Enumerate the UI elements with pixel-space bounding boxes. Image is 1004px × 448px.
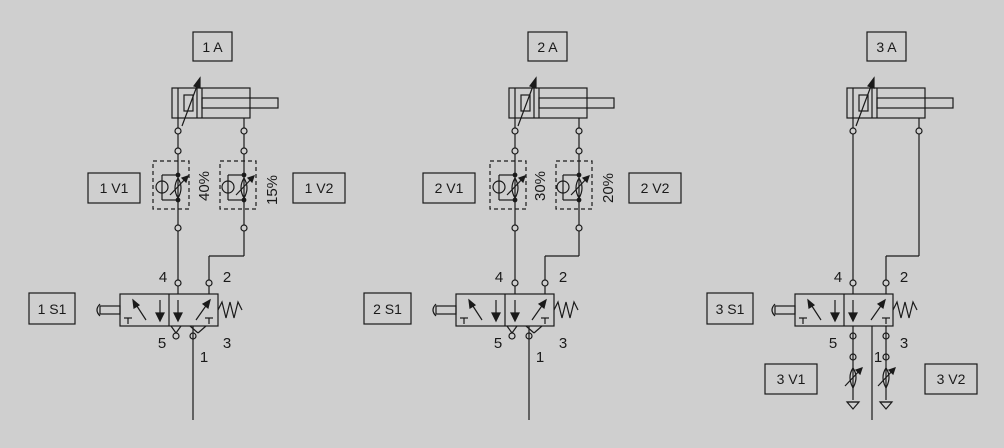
port-1-1: 1: [200, 349, 208, 366]
cylinder-2-tag-box: [527, 31, 568, 62]
flow-setting-2-v2: 20%: [600, 173, 617, 203]
port-1-4: 4: [159, 269, 167, 286]
port-1-5: 5: [158, 335, 166, 352]
tag-box-1-v1: [87, 172, 141, 204]
circuit-1: 1 A: [28, 31, 346, 420]
port-1-2: 2: [223, 269, 231, 286]
cylinder-1-tag: 1 A: [202, 39, 223, 55]
circuit-3: 3 A 4 2: [706, 31, 978, 420]
cylinder-2: [508, 76, 615, 128]
cylinder-1-tag-box: [192, 31, 233, 62]
directional-valve-1-s1: [96, 293, 243, 420]
exhaust-throttle-3-v2: [877, 353, 896, 410]
flow-setting-1-v2: 15%: [264, 175, 281, 205]
circuit-2: 2 A: [363, 31, 682, 420]
tag-box-3-s1: [706, 292, 754, 325]
tag-1-s1: 1 S1: [38, 301, 67, 317]
port-3-4: 4: [834, 269, 842, 286]
cylinder-2-tag: 2 A: [537, 39, 558, 55]
directional-valve-2-s1: [432, 293, 579, 420]
port-2-1: 1: [536, 349, 544, 366]
port-2-5: 5: [494, 335, 502, 352]
tag-1-v1: 1 V1: [100, 180, 129, 196]
port-3-5: 5: [829, 335, 837, 352]
cylinder-1: [171, 76, 279, 128]
tag-3-v1: 3 V1: [777, 371, 806, 387]
tag-3-v2: 3 V2: [937, 371, 966, 387]
tag-1-v2: 1 V2: [305, 180, 334, 196]
flow-setting-2-v1: 30%: [532, 171, 549, 201]
flow-control-valve-2-v2: [555, 154, 593, 225]
port-2-3: 3: [559, 335, 567, 352]
directional-valve-3-s1: [771, 293, 918, 420]
port-2-4: 4: [495, 269, 503, 286]
flow-setting-1-v1: 40%: [196, 171, 213, 201]
port-2-2: 2: [559, 269, 567, 286]
cylinder-3: [846, 76, 954, 128]
cylinder-3-tag: 3 A: [876, 39, 897, 55]
tag-box-2-s1: [363, 292, 412, 325]
tag-box-1-s1: [28, 292, 76, 325]
tag-box-1-v2: [292, 172, 346, 204]
flow-control-valve-1-v2: [219, 154, 257, 225]
tag-3-s1: 3 S1: [716, 301, 745, 317]
port-3-3: 3: [900, 335, 908, 352]
tag-box-3-v2: [924, 363, 978, 395]
tag-2-v1: 2 V1: [435, 180, 464, 196]
flow-control-valve-2-v1: [489, 154, 527, 225]
tag-2-s1: 2 S1: [373, 301, 402, 317]
port-1-3: 3: [223, 335, 231, 352]
port-3-2: 2: [900, 269, 908, 286]
flow-control-valve-1-v1: [152, 154, 190, 225]
tag-box-2-v1: [422, 172, 476, 204]
tag-box-2-v2: [628, 172, 682, 204]
port-3-1: 1: [874, 349, 882, 366]
exhaust-throttle-3-v1: [844, 353, 863, 410]
tag-2-v2: 2 V2: [641, 180, 670, 196]
tag-box-3-v1: [764, 363, 818, 395]
cylinder-3-tag-box: [866, 31, 907, 62]
